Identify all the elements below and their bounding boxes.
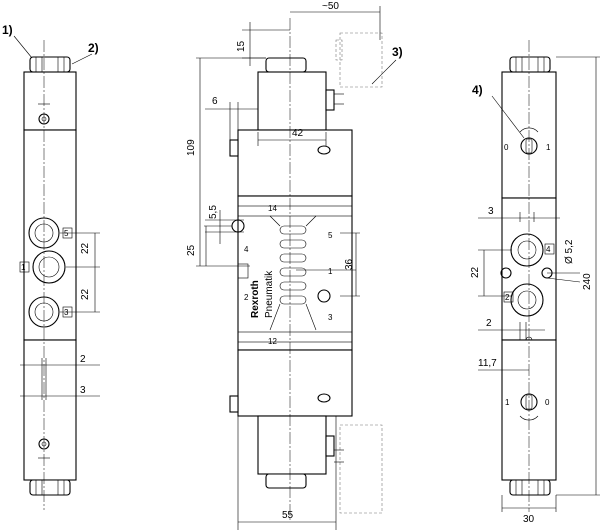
right-side-view bbox=[478, 40, 600, 512]
callout-3: 3) bbox=[392, 45, 403, 59]
callout-2: 2) bbox=[88, 41, 99, 55]
dim-22-lower: 22 bbox=[80, 288, 91, 300]
port-label-14: 14 bbox=[268, 204, 277, 213]
port-label-5-middle: 5 bbox=[328, 231, 333, 240]
brand-rexroth: Rexroth bbox=[250, 280, 261, 318]
dim-30: 30 bbox=[523, 514, 535, 525]
switch-label-0-bottom: 0 bbox=[545, 398, 550, 407]
dim-dia-5-2: Ø 5,2 bbox=[564, 239, 575, 264]
dim-109: 109 bbox=[186, 139, 197, 156]
switch-label-0-top: 0 bbox=[504, 143, 509, 152]
dim-15: 15 bbox=[236, 40, 247, 52]
dim-6: 6 bbox=[212, 96, 218, 107]
port-label-3-left: 3 bbox=[64, 308, 69, 317]
port-label-2-right: 2 bbox=[505, 293, 510, 302]
dim-36: 36 bbox=[344, 258, 355, 270]
dim-approx-50: ~50 bbox=[322, 1, 339, 12]
callout-4: 4) bbox=[472, 83, 483, 97]
dim-22-right: 22 bbox=[470, 266, 481, 278]
port-label-12: 12 bbox=[268, 337, 277, 346]
dim-2-right: 2 bbox=[486, 318, 492, 329]
dim-3-left: 3 bbox=[80, 385, 86, 396]
port-label-2-middle: 2 bbox=[244, 293, 249, 302]
switch-label-1-bottom: 1 bbox=[505, 398, 510, 407]
port-label-3-middle: 3 bbox=[328, 313, 333, 322]
port-label-4-right: 4 bbox=[546, 245, 551, 254]
switch-label-1-top: 1 bbox=[546, 143, 551, 152]
left-side-view bbox=[13, 35, 100, 510]
dim-22-upper: 22 bbox=[80, 242, 91, 254]
dim-11-7: 11,7 bbox=[478, 358, 497, 369]
port-label-1-left: 1 bbox=[21, 263, 26, 272]
callout-1: 1) bbox=[2, 23, 13, 37]
port-label-4-middle: 4 bbox=[244, 245, 249, 254]
dim-55: 55 bbox=[282, 510, 294, 521]
dim-42: 42 bbox=[292, 128, 304, 139]
port-label-1-middle: 1 bbox=[328, 267, 333, 276]
dim-3-right: 3 bbox=[488, 206, 494, 217]
brand-pneumatik: Pneumatik bbox=[264, 270, 275, 318]
dim-5-5: 5,5 bbox=[208, 205, 219, 219]
dim-25: 25 bbox=[186, 244, 197, 256]
port-label-5-left: 5 bbox=[64, 229, 69, 238]
dim-240: 240 bbox=[582, 273, 593, 290]
dim-2-left: 2 bbox=[80, 354, 86, 365]
middle-front-view bbox=[196, 6, 397, 530]
